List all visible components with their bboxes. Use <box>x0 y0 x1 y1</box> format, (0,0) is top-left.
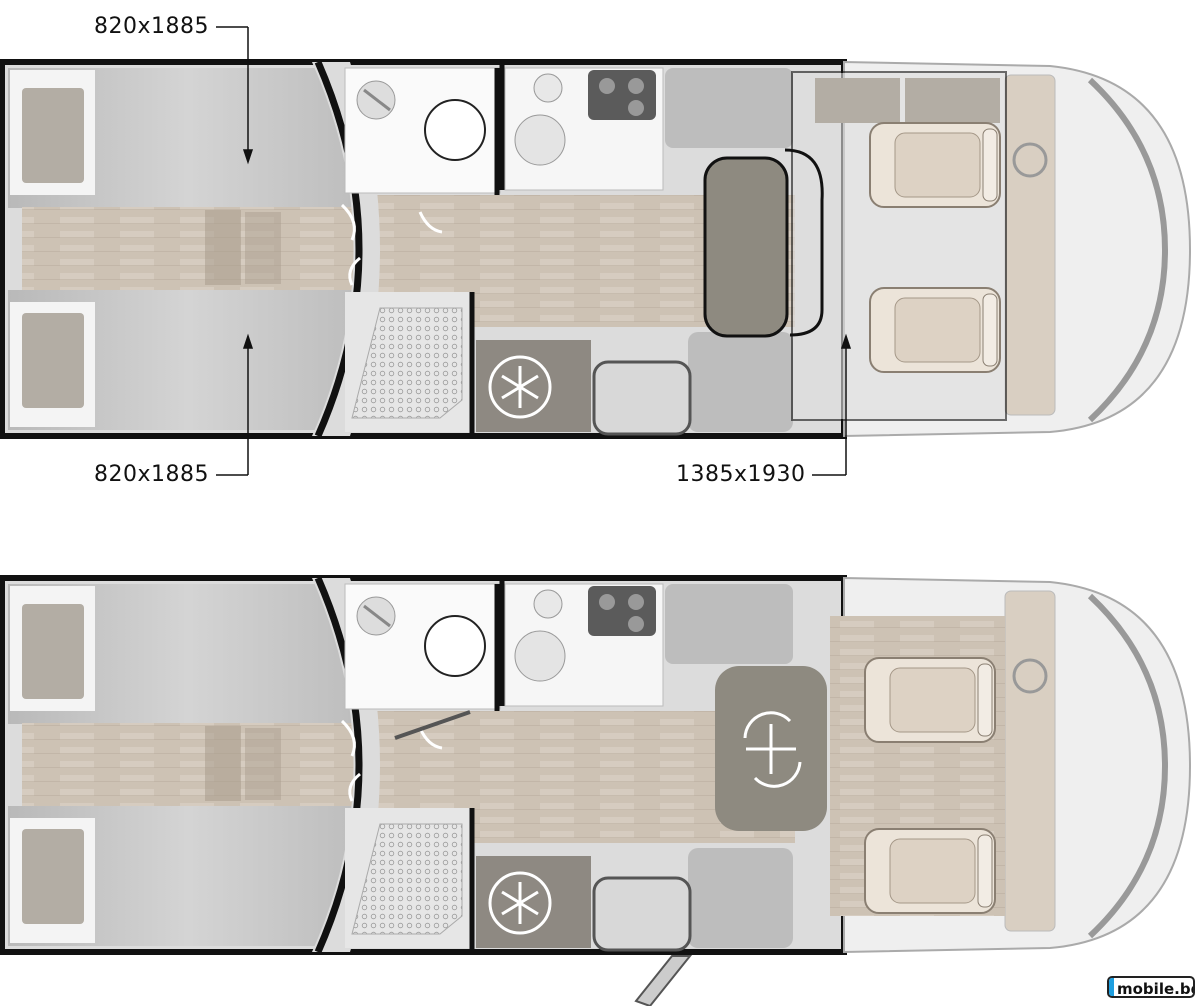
floor-plan-drive-layout <box>2 578 1190 1006</box>
rear-bed-bottom-dimension: 820x1885 <box>94 462 209 487</box>
drop-down-bed-dimension: 1385x1930 <box>676 462 806 487</box>
passenger-seat-swivel <box>864 828 996 914</box>
dinette-table <box>703 156 789 338</box>
driver-seat-swivel <box>864 657 996 743</box>
passenger-seat <box>869 287 1001 373</box>
swivel-move-icon <box>743 711 802 788</box>
rear-bed-top-dimension: 820x1885 <box>94 14 209 39</box>
dimension-leaders <box>216 26 852 476</box>
floor-plan-day-layout <box>2 26 1190 476</box>
watermark-logo: mobile.bg <box>1107 976 1195 998</box>
driver-seat <box>869 122 1001 208</box>
entry-door-open <box>634 955 693 1006</box>
